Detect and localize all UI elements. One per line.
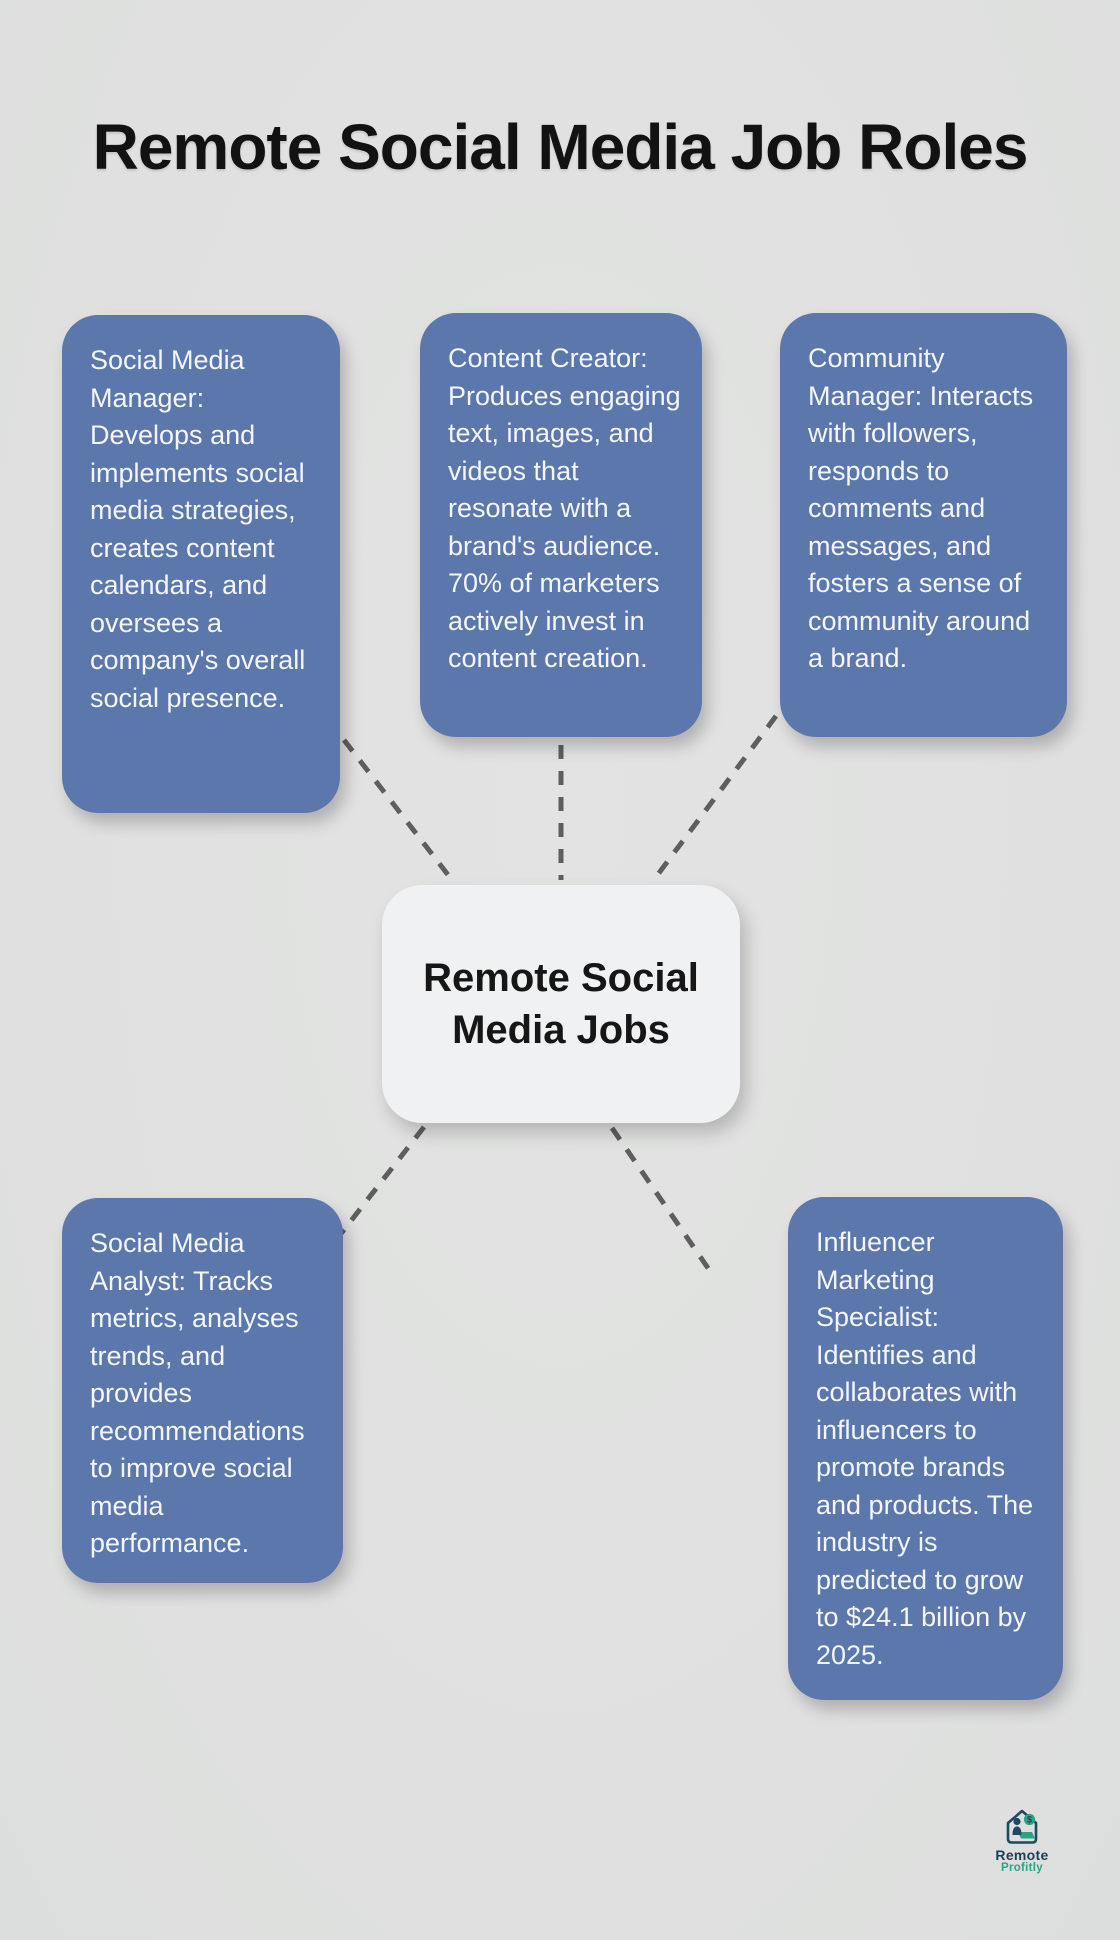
role-box-content-creator: Content Creator: Produces engaging text,…	[420, 313, 702, 737]
connector-manager-to-center	[342, 738, 454, 882]
role-text-community-manager: Community Manager: Interacts with follow…	[808, 343, 1034, 674]
svg-text:$: $	[1027, 1815, 1032, 1825]
role-box-social-media-manager: Social Media Manager: Develops and imple…	[62, 315, 340, 813]
role-box-social-media-analyst: Social Media Analyst: Tracks metrics, an…	[62, 1198, 343, 1583]
role-text-social-media-analyst: Social Media Analyst: Tracks metrics, an…	[90, 1228, 305, 1559]
role-text-content-creator: Content Creator: Produces engaging text,…	[448, 343, 681, 674]
connector-influencer-to-center	[609, 1126, 713, 1273]
role-text-social-media-manager: Social Media Manager: Develops and imple…	[90, 345, 306, 713]
role-box-influencer-marketing-specialist: Influencer Marketing Specialist: Identif…	[788, 1197, 1063, 1700]
connector-community-to-center	[650, 714, 779, 883]
center-node-label: Remote Social Media Jobs	[423, 956, 699, 1052]
page-title: Remote Social Media Job Roles	[92, 111, 1029, 183]
brand-logo: $ Remote Profitly	[984, 1806, 1060, 1874]
logo-text-remote: Remote	[995, 1847, 1049, 1863]
role-box-community-manager: Community Manager: Interacts with follow…	[780, 313, 1067, 737]
connector-analyst-to-center	[334, 1125, 426, 1242]
role-text-influencer-marketing-specialist: Influencer Marketing Specialist: Identif…	[816, 1227, 1034, 1670]
remote-worker-house-icon: $	[1006, 1809, 1038, 1844]
logo-text-profitly: Profitly	[1000, 1862, 1043, 1874]
center-node: Remote Social Media Jobs	[382, 885, 740, 1123]
